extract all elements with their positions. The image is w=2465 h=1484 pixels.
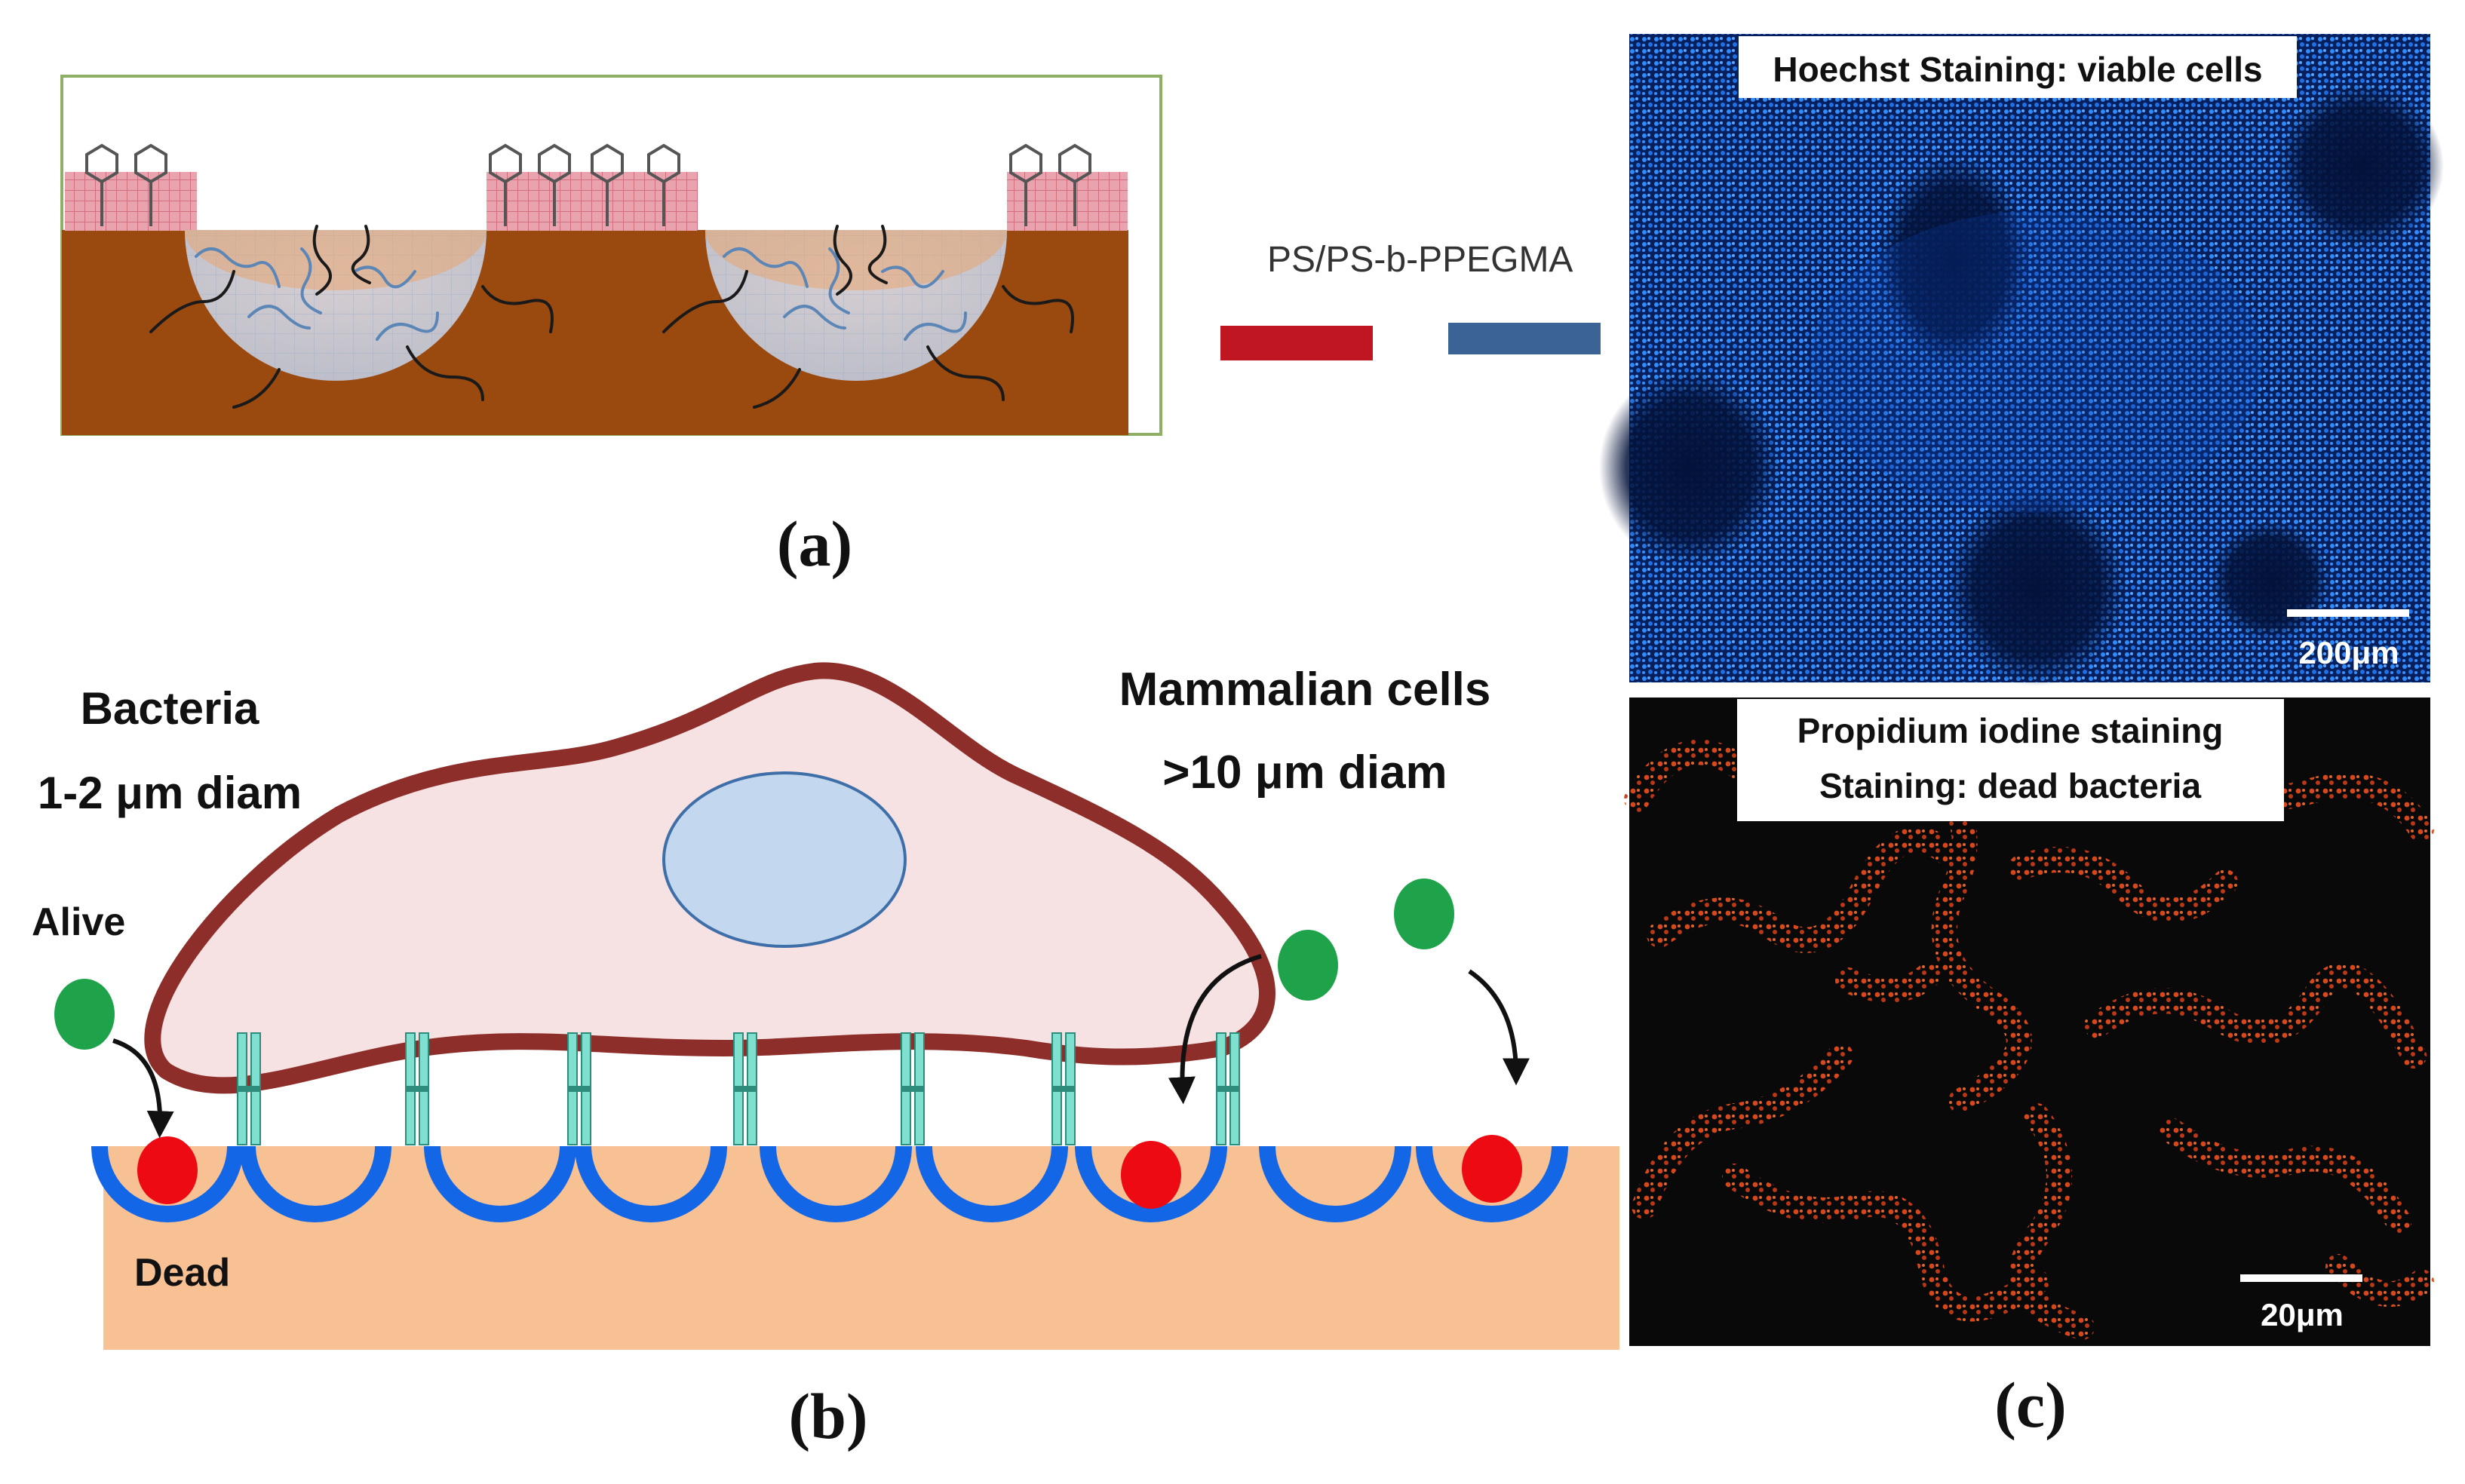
- integrin-icon: [1051, 1032, 1076, 1145]
- nanopore-cup: [575, 1145, 727, 1222]
- integrin-icon: [567, 1032, 591, 1145]
- legend-swatch-ppegma: [1448, 323, 1601, 354]
- pi-caption-line1: Propidium iodine staining: [1797, 711, 2224, 750]
- pi-scale-bar: [2240, 1274, 2362, 1282]
- hoechst-caption-box: [1739, 36, 2297, 98]
- bacterium-alive-mid: [1278, 930, 1338, 1001]
- bacteria-size: 1-2 μm diam: [38, 768, 302, 818]
- nanopore-cup: [916, 1145, 1068, 1222]
- dead-label: Dead: [134, 1251, 230, 1295]
- nanopore-cup: [1075, 1145, 1227, 1222]
- bacterium-dead-3: [1462, 1135, 1522, 1203]
- bacterium-dead-1: [137, 1136, 198, 1204]
- bacterium-alive-right: [1394, 878, 1454, 949]
- pi-caption-box: [1737, 699, 2284, 821]
- bacteria-title: Bacteria: [81, 683, 259, 734]
- polymer-chains: [149, 225, 1074, 409]
- mammalian-title: Mammalian cells: [1119, 664, 1491, 716]
- pi-caption-line2: Staining: dead bacteria: [1819, 766, 2202, 805]
- integrin-icon: [1216, 1032, 1240, 1145]
- nanopore-cup: [760, 1145, 912, 1222]
- integrin-icon: [237, 1032, 261, 1145]
- integrin-anchors: [237, 1032, 1240, 1145]
- panel-b: Bacteria 1-2 μm diam Mammalian cells >10…: [32, 662, 1619, 1452]
- hoechst-scale-label: 200μm: [2298, 635, 2399, 670]
- panel-c: Hoechst Staining: viable cells 200μm: [1599, 34, 2444, 1441]
- hoechst-caption: Hoechst Staining: viable cells: [1773, 50, 2262, 89]
- panel-b-substrate: [103, 1146, 1619, 1350]
- nanopore-cup: [1259, 1145, 1411, 1222]
- integrin-icon: [901, 1032, 925, 1145]
- hoechst-scale-bar: [2287, 609, 2409, 617]
- bacterium-dead-2: [1121, 1141, 1181, 1209]
- pi-scale-label: 20μm: [2261, 1297, 2344, 1332]
- styrene-ring-icons: [85, 143, 1091, 226]
- nanopore-cup: [239, 1145, 391, 1222]
- panel-b-label: (b): [788, 1380, 867, 1452]
- hoechst-micrograph: [1599, 34, 2444, 686]
- alive-label: Alive: [32, 900, 125, 944]
- legend-swatch-ps: [1220, 326, 1373, 360]
- nanopore-cup: [91, 1145, 244, 1222]
- nanopore-cups: [91, 1145, 1568, 1222]
- cell-nucleus: [662, 771, 907, 948]
- migration-arrows: [112, 954, 1530, 1139]
- panel-c-label: (c): [1994, 1369, 2066, 1441]
- panel-a: PS/PS-b-PPEGMA (a): [60, 75, 1601, 580]
- panel-a-label: (a): [777, 507, 852, 580]
- integrin-icon: [733, 1032, 757, 1145]
- mammalian-size: >10 μm diam: [1162, 747, 1447, 799]
- bacterium-alive-left: [54, 979, 115, 1050]
- integrin-icon: [405, 1032, 429, 1145]
- legend-title: PS/PS-b-PPEGMA: [1267, 240, 1573, 280]
- nanopore-cup: [1416, 1145, 1568, 1222]
- nanopore-cup: [424, 1145, 576, 1222]
